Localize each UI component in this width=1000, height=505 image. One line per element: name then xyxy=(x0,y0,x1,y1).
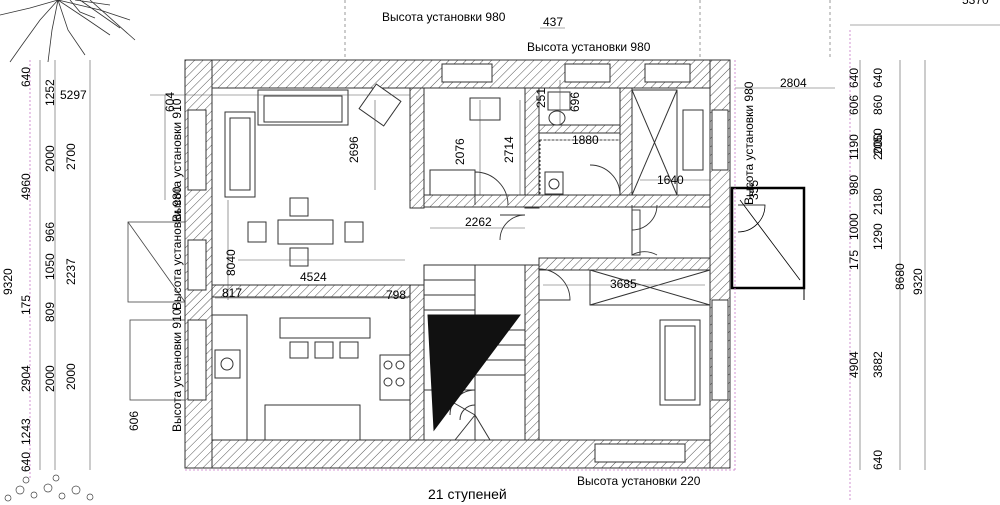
dimension-lines xyxy=(39,0,1000,470)
dim-2262: 2262 xyxy=(465,215,492,229)
bedroom-lower-right xyxy=(589,269,711,406)
doors xyxy=(474,164,658,301)
right-dimension-chain: 640 606 1190 980 1000 175 4904 640 640 8… xyxy=(847,68,925,470)
svg-text:175: 175 xyxy=(847,250,861,270)
property-lines xyxy=(29,30,851,500)
shrub-bottom-left xyxy=(4,474,94,502)
dim-696: 696 xyxy=(568,92,582,112)
svg-text:2000: 2000 xyxy=(43,145,57,172)
svg-text:606: 606 xyxy=(847,95,861,115)
left-porch xyxy=(127,221,186,401)
dim-5297: 5297 xyxy=(60,88,87,102)
svg-text:809: 809 xyxy=(43,302,57,322)
dining-table xyxy=(247,197,364,267)
sofa-living xyxy=(224,83,402,198)
svg-text:1252: 1252 xyxy=(43,79,57,106)
dim-1880: 1880 xyxy=(572,133,599,147)
svg-text:640: 640 xyxy=(847,68,861,88)
dim-604: 604 xyxy=(163,92,177,112)
svg-text:640: 640 xyxy=(871,450,885,470)
svg-text:640: 640 xyxy=(19,452,33,472)
svg-text:980: 980 xyxy=(847,175,861,195)
dim-2076: 2076 xyxy=(453,138,467,165)
svg-text:4904: 4904 xyxy=(847,351,861,378)
svg-text:2700: 2700 xyxy=(64,143,78,170)
install-height-label-910: Высота установки 910 xyxy=(170,98,184,222)
svg-text:175: 175 xyxy=(19,295,33,315)
svg-text:2904: 2904 xyxy=(19,365,33,392)
tree-top-left xyxy=(0,0,136,63)
dim-355: 355 xyxy=(747,180,761,200)
svg-text:1290: 1290 xyxy=(871,223,885,250)
install-height-label-910-bottom: Высота установки 910 xyxy=(170,308,184,432)
svg-text:1243: 1243 xyxy=(19,418,33,445)
dim-606: 606 xyxy=(127,411,141,431)
interior-walls xyxy=(211,87,711,441)
svg-text:8680: 8680 xyxy=(893,263,907,290)
svg-text:640: 640 xyxy=(19,67,33,87)
bathroom xyxy=(539,91,621,196)
bedroom-upper-mid xyxy=(429,97,501,196)
svg-text:1050: 1050 xyxy=(43,253,57,280)
install-height-label-vertical-right: Высота установки 980 xyxy=(742,81,756,205)
dim-5370: 5370 xyxy=(962,0,989,7)
install-height-label-top: Высота установки 980 xyxy=(382,10,506,24)
dim-1640: 1640 xyxy=(657,173,684,187)
svg-text:2000: 2000 xyxy=(43,365,57,392)
staircase xyxy=(423,264,526,441)
dim-2804: 2804 xyxy=(780,76,807,90)
dim-3685: 3685 xyxy=(610,277,637,291)
dim-4524: 4524 xyxy=(300,270,327,284)
wardrobe-upper-right xyxy=(631,89,704,196)
install-height-label-980-left: Высота установки 980 xyxy=(170,186,184,310)
dim-251: 251 xyxy=(534,88,548,108)
entrance-porch xyxy=(730,186,806,300)
svg-text:2237: 2237 xyxy=(64,258,78,285)
dim-798: 798 xyxy=(386,288,406,302)
svg-text:2000: 2000 xyxy=(64,363,78,390)
svg-text:966: 966 xyxy=(43,222,57,242)
svg-text:4960: 4960 xyxy=(19,173,33,200)
dim-437: 437 xyxy=(543,15,563,29)
install-height-label-220: Высота установки 220 xyxy=(577,474,701,488)
dim-817: 817 xyxy=(222,286,242,300)
svg-text:2180: 2180 xyxy=(871,188,885,215)
svg-text:9320: 9320 xyxy=(1,268,15,295)
dim-8040: 8040 xyxy=(224,249,238,276)
svg-text:640: 640 xyxy=(871,68,885,88)
dim-2696: 2696 xyxy=(347,136,361,163)
svg-text:3882: 3882 xyxy=(871,351,885,378)
install-height-label-right: Высота установки 980 xyxy=(527,40,651,54)
svg-text:1190: 1190 xyxy=(847,134,861,160)
svg-text:9320: 9320 xyxy=(911,268,925,295)
svg-text:1000: 1000 xyxy=(847,213,861,240)
left-dimension-chain: 640 1252 2000 4960 966 1050 175 809 2904… xyxy=(1,67,78,472)
dim-2714: 2714 xyxy=(502,136,516,163)
svg-text:2050: 2050 xyxy=(871,128,885,155)
svg-text:860: 860 xyxy=(871,95,885,115)
kitchen xyxy=(211,314,411,441)
steps-label: 21 ступеней xyxy=(428,486,507,502)
svg-text:2000: 2000 xyxy=(871,133,885,160)
windows xyxy=(187,63,729,463)
